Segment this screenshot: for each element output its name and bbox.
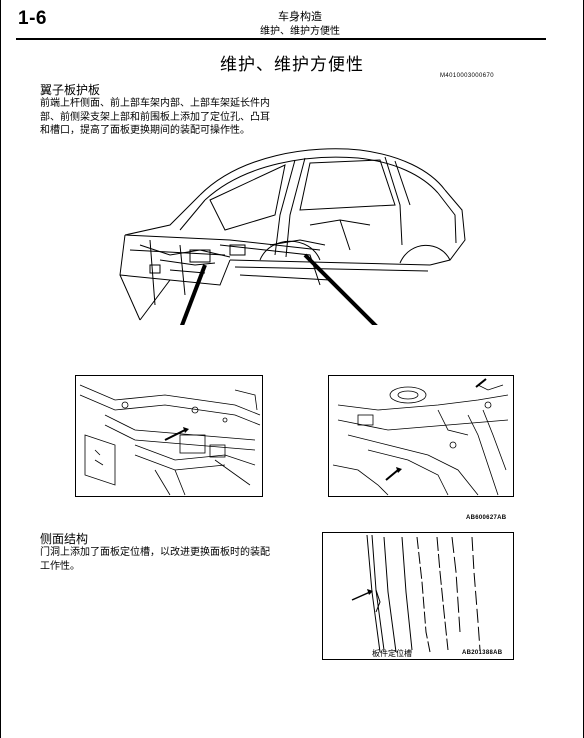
section-title-side-structure: 侧面结构 xyxy=(40,532,89,546)
document-code: M4010003000670 xyxy=(440,73,494,79)
section-title-fender-shield: 翼子板护板 xyxy=(40,83,101,97)
chapter-title: 车身构造 xyxy=(278,10,322,23)
section-body-fender-shield: 前端上杆侧面、前上部车架内部、上部车架延长件内 部、前侧梁支架上部和前围板上添加… xyxy=(40,97,300,138)
car-body-illustration xyxy=(119,148,466,325)
figure-code: AB201388AB xyxy=(462,650,503,656)
section-body-side-structure: 门洞上添加了面板定位槽，以改进更换面板时的装配 工作性。 xyxy=(40,546,300,573)
body-line: 前端上杆侧面、前上部车架内部、上部车架延长件内 xyxy=(40,98,270,109)
detail-figure-front-upper xyxy=(75,375,263,497)
detail-figure-rear-inner xyxy=(328,375,514,497)
body-line: 工作性。 xyxy=(40,560,80,572)
page-number: 1-6 xyxy=(18,8,47,29)
figure-code: AB600627AB xyxy=(466,515,507,521)
body-line: 门洞上添加了面板定位槽，以改进更换面板时的装配 xyxy=(40,547,270,558)
figure-caption-panel-locating-slot: 板件定位槽 xyxy=(372,649,412,658)
subchapter-title: 维护、维护方便性 xyxy=(260,26,340,37)
side-structure-figure xyxy=(322,532,514,660)
header-rule xyxy=(16,38,546,40)
body-line: 部、前侧梁支架上部和前围板上添加了定位孔、凸耳 xyxy=(40,111,270,123)
body-line: 和槽口，提高了面板更换期间的装配可操作性。 xyxy=(40,125,250,136)
page-title: 维护、维护方便性 xyxy=(220,55,364,75)
page-border-left xyxy=(0,0,1,738)
